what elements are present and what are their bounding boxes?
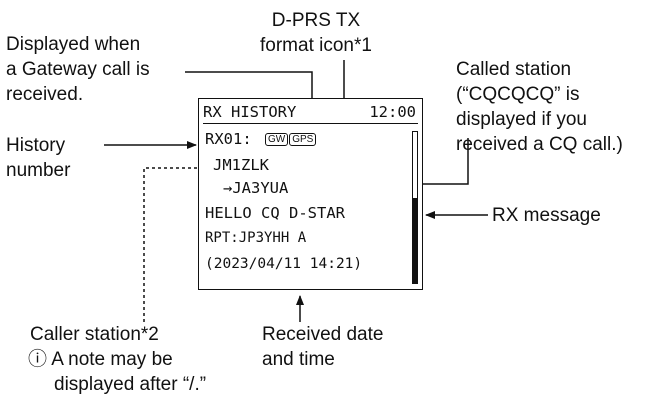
called-callsign: →JA3YUA (223, 179, 289, 197)
gateway-callout: Displayed when a Gateway call is receive… (6, 34, 150, 105)
rx-message-text: HELLO CQ D-STAR (205, 204, 345, 222)
dprs-callout: D-PRS TX format icon*1 (260, 10, 372, 56)
gps-badge-icon: GPS (289, 133, 317, 146)
screen-title: RX HISTORY (203, 103, 297, 121)
screen-time: 12:00 (369, 103, 416, 121)
gw-badge-icon: GW (265, 133, 289, 146)
received-datetime: (2023/04/11 14:21) (205, 256, 363, 272)
history-number: RX01: (205, 130, 252, 148)
scrollbar-thumb (413, 198, 417, 283)
screen-scrollbar (412, 131, 418, 284)
history-number-callout: History number (6, 135, 71, 181)
called-station-callout: Called station (“CQCQCQ” is displayed if… (456, 59, 623, 155)
received-date-callout: Received date and time (262, 324, 384, 370)
rx-message-callout: RX message (492, 205, 601, 226)
screen-title-bar: RX HISTORY 12:00 (203, 101, 418, 124)
gateway-leader (185, 71, 316, 111)
caller-station-callout: Caller station*2 ⓘ A note may be display… (28, 324, 207, 395)
caller-callsign: JM1ZLK (213, 156, 269, 174)
repeater-info: RPT:JP3YHH A (205, 230, 307, 246)
